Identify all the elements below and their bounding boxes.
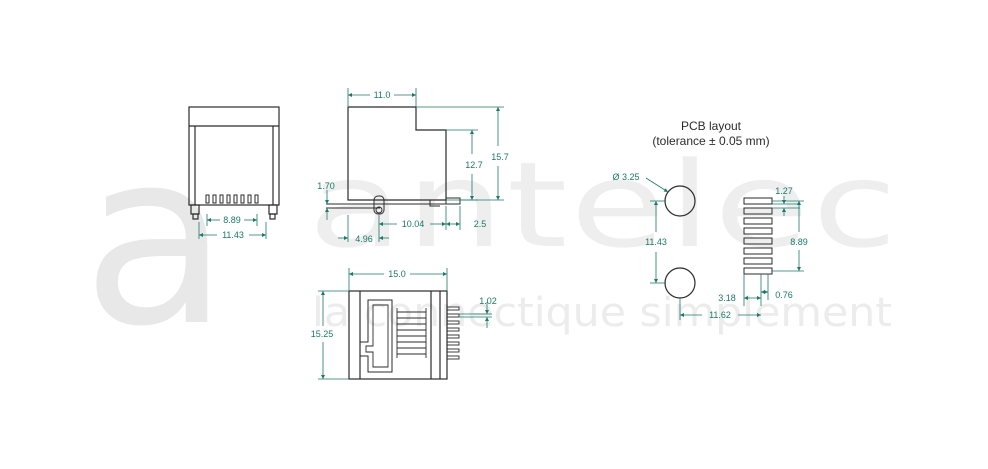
dim-front-outer-span: 11.43 [222,230,244,240]
dim-side-rear-pin: 2.5 [474,219,487,229]
dim-top-width: 15.0 [388,269,406,279]
dim-front-pin-span: 8.89 [223,215,241,225]
top-dims [318,268,492,380]
dim-hole-diameter: Ø 3.25 [612,172,639,182]
top-view [348,290,460,380]
watermark-brand: antelec [308,136,900,274]
top-contacts [396,308,427,358]
watermark-letter: a [82,99,229,379]
dim-pad-offset: 3.18 [718,293,736,303]
dim-hole-to-pads: 11.62 [709,310,731,320]
dim-side-top-width: 11.0 [374,90,391,100]
dim-pad-width: 0.76 [775,290,793,300]
dim-side-total-height: 15.7 [491,152,509,162]
dim-top-pin-width: 1.02 [479,296,497,306]
dim-side-front-height: 12.7 [465,160,483,170]
pcb-layout-subtitle: (tolerance ± 0.05 mm) [652,134,769,148]
dim-hole-spacing: 11.43 [645,237,667,247]
dim-pad-pitch: 1.27 [775,186,793,196]
side-dims [325,88,504,242]
dim-top-length: 15.25 [311,329,334,339]
front-dims [198,214,267,239]
dim-side-pin-offset: 1.70 [317,181,335,191]
pcb-dims [645,177,804,320]
watermark: a antelec la connectique simplement [82,99,900,379]
pcb-layout-title: PCB layout [681,119,742,133]
dim-pad-span: 8.89 [790,237,808,247]
dim-side-pin-to-post: 10.04 [402,219,425,229]
top-rear-pins [446,306,460,360]
front-view [188,106,280,220]
dim-side-post-offset: 4.96 [355,234,373,244]
front-pins [205,194,259,204]
watermark-tagline: la connectique simplement [312,290,892,336]
